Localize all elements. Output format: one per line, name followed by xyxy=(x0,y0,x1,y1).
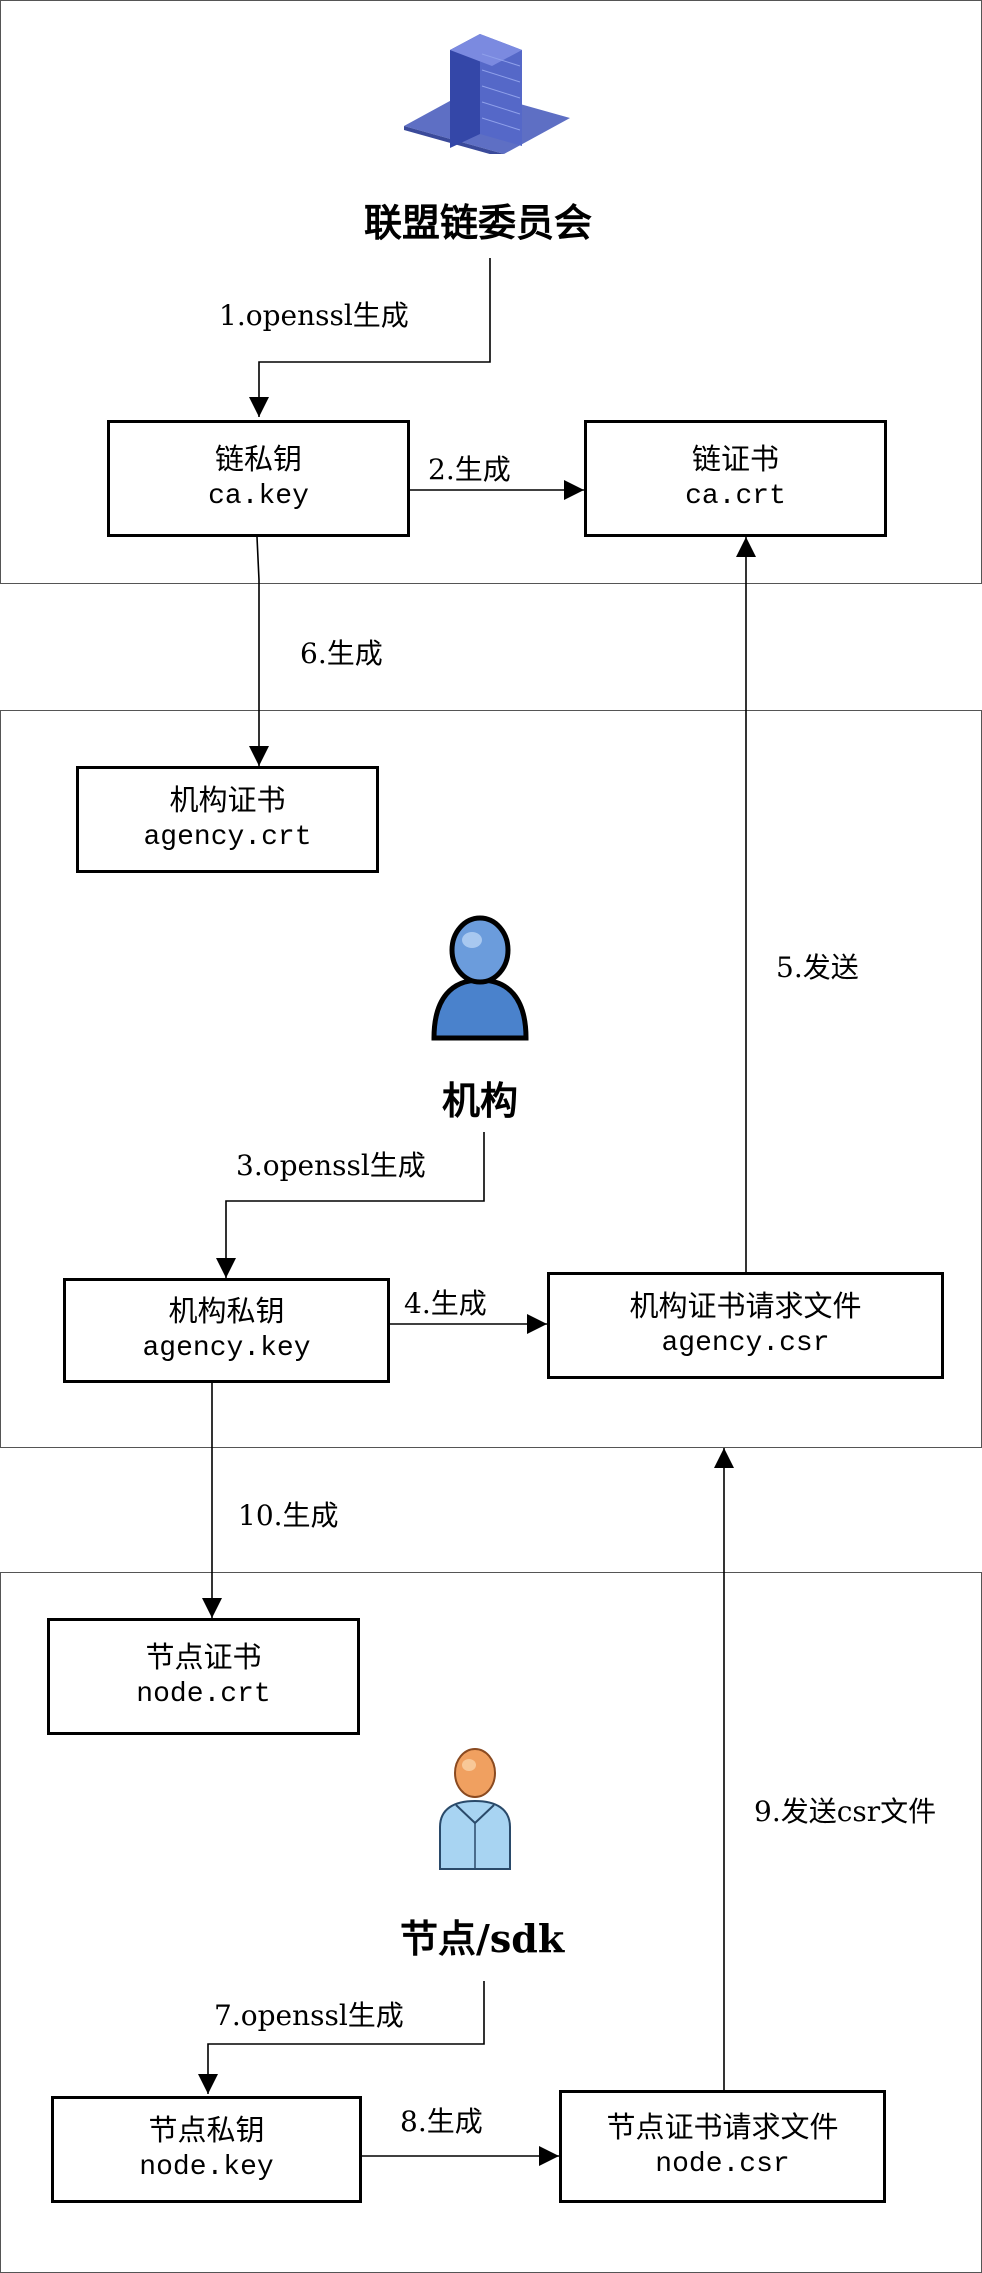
node-key-name: 节点私钥 xyxy=(148,2113,265,2148)
arrow-step-7 xyxy=(198,1981,485,2094)
step-10-label: 10.生成 xyxy=(238,1499,339,1532)
committee-title: 联盟链委员会 xyxy=(364,200,593,245)
node-csr-box: 节点证书请求文件 node.csr xyxy=(559,2090,886,2203)
agency-cert-file: agency.crt xyxy=(143,822,312,854)
node-csr-name: 节点证书请求文件 xyxy=(606,2110,839,2145)
node-key-box: 节点私钥 node.key xyxy=(51,2096,362,2203)
agency-csr-name: 机构证书请求文件 xyxy=(629,1289,862,1324)
agency-key-box: 机构私钥 agency.key xyxy=(63,1278,390,1383)
node-cert-file: node.crt xyxy=(136,1679,271,1711)
arrow-step-3 xyxy=(216,1132,485,1278)
step-9-label: 9.发送csr文件 xyxy=(754,1795,937,1828)
node-csr-file: node.csr xyxy=(655,2149,790,2181)
node-key-file: node.key xyxy=(139,2152,274,2184)
agency-key-name: 机构私钥 xyxy=(168,1294,285,1329)
person-icon xyxy=(439,1748,511,1870)
node-cert-name: 节点证书 xyxy=(145,1640,262,1675)
node-cert-box: 节点证书 node.crt xyxy=(47,1618,360,1735)
chain-key-name: 链私钥 xyxy=(214,442,302,477)
step-8-label: 8.生成 xyxy=(400,2105,483,2138)
chain-cert-box: 链证书 ca.crt xyxy=(584,420,887,537)
step-1-label: 1.openssl生成 xyxy=(219,299,409,332)
agency-csr-box: 机构证书请求文件 agency.csr xyxy=(547,1272,944,1379)
step-4-label: 4.生成 xyxy=(404,1287,487,1320)
agency-cert-box: 机构证书 agency.crt xyxy=(76,766,379,873)
chain-cert-file: ca.crt xyxy=(685,481,786,513)
node-title: 节点/sdk xyxy=(400,1916,565,1961)
step-7-label: 7.openssl生成 xyxy=(214,1999,404,2032)
agency-csr-file: agency.csr xyxy=(661,1328,830,1360)
building-icon xyxy=(404,34,570,154)
step-2-label: 2.生成 xyxy=(428,453,511,486)
user-icon xyxy=(431,915,529,1041)
arrow-step-1 xyxy=(249,258,491,417)
chain-cert-name: 链证书 xyxy=(691,442,779,477)
chain-key-box: 链私钥 ca.key xyxy=(107,420,410,537)
arrow-step-6 xyxy=(249,536,269,766)
agency-key-file: agency.key xyxy=(142,1333,311,1365)
agency-cert-name: 机构证书 xyxy=(169,783,286,818)
step-3-label: 3.openssl生成 xyxy=(236,1149,426,1182)
agency-title: 机构 xyxy=(442,1078,519,1123)
step-6-label: 6.生成 xyxy=(300,637,383,670)
step-5-label: 5.发送 xyxy=(776,951,859,984)
chain-key-file: ca.key xyxy=(208,481,309,513)
